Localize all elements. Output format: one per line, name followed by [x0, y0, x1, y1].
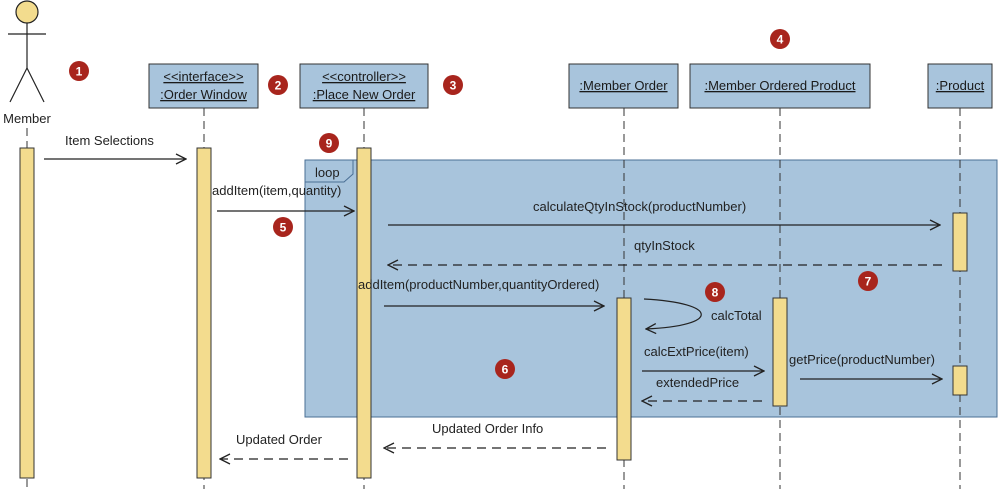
- marker-7: 7: [858, 271, 878, 291]
- msg-updated-order-info: Updated Order Info: [432, 421, 543, 436]
- marker-3: 3: [443, 75, 463, 95]
- actor-name: Member: [3, 111, 51, 126]
- lifeline-header-member-order: :Member Order: [568, 63, 679, 109]
- place-new-order-name: :Place New Order: [313, 87, 416, 102]
- lifeline-header-product: :Product: [927, 63, 993, 109]
- svg-text:7: 7: [865, 275, 872, 289]
- msg-get-price: getPrice(productNumber): [789, 352, 935, 367]
- msg-qty-in-stock: qtyInStock: [634, 238, 695, 253]
- place-new-order-stereotype: <<controller>>: [322, 69, 406, 84]
- msg-calc-total: calcTotal: [711, 308, 762, 323]
- msg-add-item-product: addItem(productNumber,quantityOrdered): [358, 277, 599, 292]
- activation-place-new-order: [356, 147, 372, 479]
- activation-member: [19, 147, 35, 479]
- marker-5: 5: [273, 217, 293, 237]
- marker-2: 2: [268, 75, 288, 95]
- svg-text:8: 8: [712, 286, 719, 300]
- activation-product-2: [952, 365, 968, 396]
- activation-order-window: [196, 147, 212, 479]
- marker-8: 8: [705, 282, 725, 302]
- activation-member-ordered-product: [772, 297, 788, 407]
- stick-figure-icon: [8, 0, 46, 103]
- msg-add-item: addItem(item,quantity): [212, 183, 341, 198]
- loop-label-tab: [304, 159, 354, 183]
- svg-text:2: 2: [275, 79, 282, 93]
- marker-9: 9: [319, 133, 339, 153]
- lifeline-header-place-new-order: <<controller>> :Place New Order: [299, 63, 429, 109]
- order-window-stereotype: <<interface>>: [163, 69, 243, 84]
- msg-updated-order: Updated Order: [236, 432, 323, 447]
- svg-text:9: 9: [326, 137, 333, 151]
- marker-4: 4: [770, 29, 790, 49]
- activation-product-1: [952, 212, 968, 272]
- svg-text:6: 6: [502, 363, 509, 377]
- member-order-name: :Member Order: [579, 78, 668, 93]
- product-name: :Product: [936, 78, 985, 93]
- member-ordered-product-name: :Member Ordered Product: [704, 78, 855, 93]
- svg-text:3: 3: [450, 79, 457, 93]
- svg-text:1: 1: [76, 65, 83, 79]
- msg-item-selections: Item Selections: [65, 133, 154, 148]
- loop-label: loop: [315, 165, 340, 180]
- svg-text:4: 4: [777, 33, 784, 47]
- msg-calculate-qty: calculateQtyInStock(productNumber): [533, 199, 746, 214]
- marker-6: 6: [495, 359, 515, 379]
- lifeline-header-order-window: <<interface>> :Order Window: [148, 63, 259, 109]
- msg-extended-price: extendedPrice: [656, 375, 739, 390]
- order-window-name: :Order Window: [160, 87, 247, 102]
- marker-1: 1: [69, 61, 89, 81]
- activation-member-order: [616, 297, 632, 461]
- loop-fragment: [304, 159, 998, 418]
- lifeline-header-member-ordered-product: :Member Ordered Product: [689, 63, 871, 109]
- msg-calc-ext-price: calcExtPrice(item): [644, 344, 749, 359]
- arrow-calc-total: [643, 298, 702, 329]
- svg-text:5: 5: [280, 221, 287, 235]
